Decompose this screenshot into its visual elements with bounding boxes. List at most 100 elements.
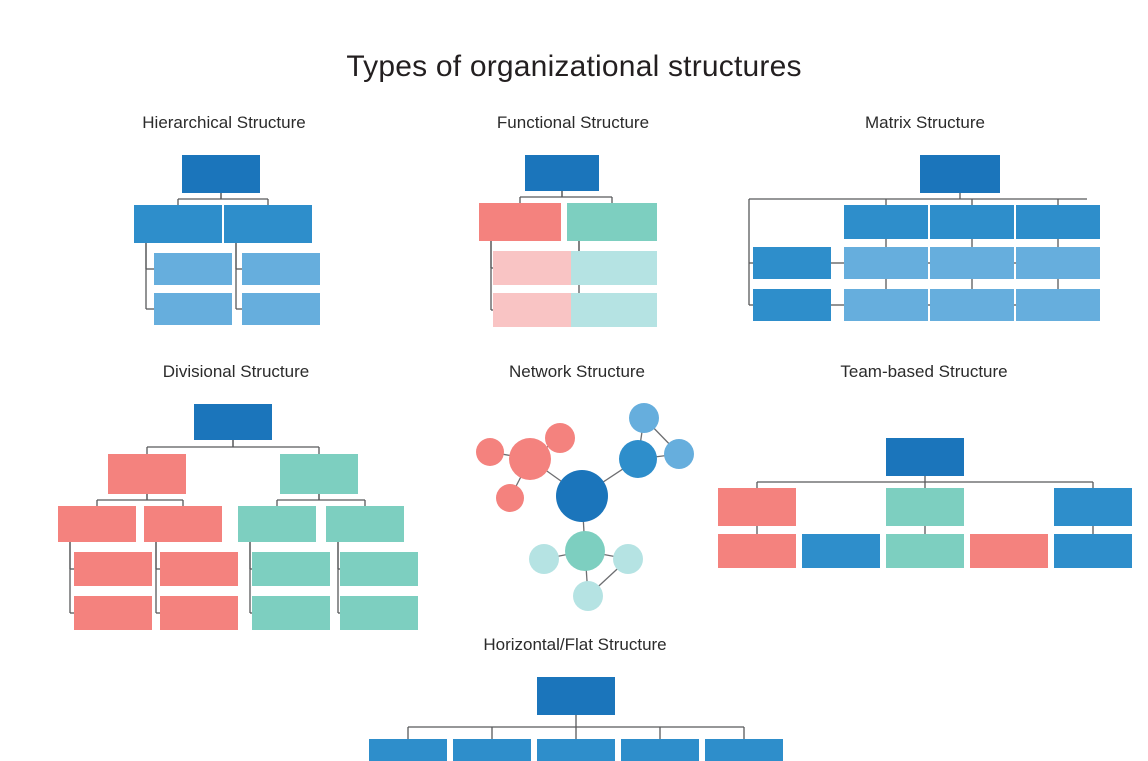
horizontal-flat-node-unit-3[interactable] xyxy=(537,739,615,761)
panel-title-network: Network Structure xyxy=(508,362,646,381)
nodes-team-based xyxy=(718,438,1132,568)
network-node-blue-sat-2[interactable] xyxy=(664,439,694,469)
panel-title-hierarchical: Hierarchical Structure xyxy=(142,113,306,132)
divisional-node-b-1-x[interactable] xyxy=(252,552,330,586)
hierarchical-node-l2-a2[interactable] xyxy=(154,293,232,325)
hierarchical-node-l2-b2[interactable] xyxy=(242,293,320,325)
team-based-node-team-c[interactable] xyxy=(1054,488,1132,526)
horizontal-flat-node-unit-2[interactable] xyxy=(453,739,531,761)
diagram-team-based xyxy=(718,438,1132,568)
functional-node-l2-a1[interactable] xyxy=(493,251,571,285)
panel-horizontal-flat: Horizontal/Flat Structure xyxy=(365,635,785,761)
page-title: Types of organizational structures xyxy=(346,50,802,84)
team-based-node-team-a[interactable] xyxy=(718,488,796,526)
links-team-based xyxy=(756,476,1094,534)
links-matrix xyxy=(748,193,1087,306)
divisional-node-div-a[interactable] xyxy=(108,454,186,494)
network-node-teal-sat-3[interactable] xyxy=(573,581,603,611)
diagram-functional xyxy=(479,155,657,327)
divisional-node-b-1-y[interactable] xyxy=(252,596,330,630)
divisional-node-b-2[interactable] xyxy=(326,506,404,542)
nodes-hierarchical xyxy=(134,155,320,325)
matrix-node-cell-22[interactable] xyxy=(930,289,1014,321)
team-based-node-member-d[interactable] xyxy=(970,534,1048,568)
matrix-node-row-1[interactable] xyxy=(753,247,831,279)
horizontal-flat-node-root[interactable] xyxy=(537,677,615,715)
divisional-node-a-1[interactable] xyxy=(58,506,136,542)
matrix-node-cell-13[interactable] xyxy=(1016,247,1100,279)
panel-title-team-based: Team-based Structure xyxy=(840,362,1008,381)
network-node-hub-blue[interactable] xyxy=(619,440,657,478)
divisional-node-b-1[interactable] xyxy=(238,506,316,542)
network-node-red-sat-2[interactable] xyxy=(545,423,575,453)
network-node-red-sat-3[interactable] xyxy=(496,484,524,512)
panel-network: Network Structure xyxy=(452,362,702,612)
divisional-node-a-1-y[interactable] xyxy=(74,596,152,630)
network-node-blue-sat-1[interactable] xyxy=(629,403,659,433)
nodes-divisional xyxy=(58,404,418,630)
divisional-node-b-2-x[interactable] xyxy=(340,552,418,586)
hierarchical-node-l1-b[interactable] xyxy=(224,205,312,243)
divisional-node-div-b[interactable] xyxy=(280,454,358,494)
matrix-node-col-2[interactable] xyxy=(930,205,1014,239)
diagram-divisional xyxy=(58,404,418,630)
panel-matrix: Matrix Structure xyxy=(745,113,1105,321)
nodes-network xyxy=(476,403,694,611)
matrix-node-root[interactable] xyxy=(920,155,1000,193)
matrix-node-cell-11[interactable] xyxy=(844,247,928,279)
nodes-matrix xyxy=(753,155,1100,321)
nodes-functional xyxy=(479,155,657,327)
matrix-node-cell-23[interactable] xyxy=(1016,289,1100,321)
matrix-node-cell-21[interactable] xyxy=(844,289,928,321)
links-horizontal-flat xyxy=(407,715,745,739)
divisional-node-a-2-y[interactable] xyxy=(160,596,238,630)
panel-divisional: Divisional Structure xyxy=(48,362,424,630)
functional-node-l2-b1[interactable] xyxy=(571,251,657,285)
team-based-node-member-a[interactable] xyxy=(718,534,796,568)
divisional-node-root[interactable] xyxy=(194,404,272,440)
hierarchical-node-l1-a[interactable] xyxy=(134,205,222,243)
team-based-node-member-e[interactable] xyxy=(1054,534,1132,568)
divisional-node-a-2-x[interactable] xyxy=(160,552,238,586)
functional-node-l2-b2[interactable] xyxy=(571,293,657,327)
divisional-node-a-1-x[interactable] xyxy=(74,552,152,586)
links-divisional xyxy=(69,440,366,614)
network-node-teal-sat-2[interactable] xyxy=(613,544,643,574)
team-based-node-member-b[interactable] xyxy=(802,534,880,568)
panel-title-matrix: Matrix Structure xyxy=(865,113,985,132)
horizontal-flat-node-unit-1[interactable] xyxy=(369,739,447,761)
functional-node-l1-a[interactable] xyxy=(479,203,561,241)
team-based-node-team-b[interactable] xyxy=(886,488,964,526)
team-based-node-root[interactable] xyxy=(886,438,964,476)
network-node-hub-teal[interactable] xyxy=(565,531,605,571)
hierarchical-node-l2-a1[interactable] xyxy=(154,253,232,285)
horizontal-flat-node-unit-4[interactable] xyxy=(621,739,699,761)
network-node-teal-sat-1[interactable] xyxy=(529,544,559,574)
functional-node-root[interactable] xyxy=(525,155,599,191)
matrix-node-row-2[interactable] xyxy=(753,289,831,321)
functional-node-l1-b[interactable] xyxy=(567,203,657,241)
team-based-node-member-c[interactable] xyxy=(886,534,964,568)
hierarchical-node-l2-b1[interactable] xyxy=(242,253,320,285)
functional-node-l2-a2[interactable] xyxy=(493,293,571,327)
panel-hierarchical: Hierarchical Structure xyxy=(124,113,324,325)
network-node-hub-center[interactable] xyxy=(556,470,608,522)
diagram-network xyxy=(476,403,694,611)
diagram-horizontal-flat xyxy=(369,677,783,761)
diagram-matrix xyxy=(748,155,1100,321)
hierarchical-node-root[interactable] xyxy=(182,155,260,193)
matrix-node-col-3[interactable] xyxy=(1016,205,1100,239)
network-node-red-sat-1[interactable] xyxy=(476,438,504,466)
divisional-node-a-2[interactable] xyxy=(144,506,222,542)
panel-team-based: Team-based Structure xyxy=(714,362,1134,577)
horizontal-flat-node-unit-5[interactable] xyxy=(705,739,783,761)
nodes-horizontal-flat xyxy=(369,677,783,761)
panel-title-divisional: Divisional Structure xyxy=(162,362,310,381)
matrix-node-col-1[interactable] xyxy=(844,205,928,239)
divisional-node-b-2-y[interactable] xyxy=(340,596,418,630)
panel-functional: Functional Structure xyxy=(475,113,671,327)
matrix-node-cell-12[interactable] xyxy=(930,247,1014,279)
network-node-hub-red[interactable] xyxy=(509,438,551,480)
panel-title-functional: Functional Structure xyxy=(496,113,650,132)
links-hierarchical xyxy=(145,193,269,310)
